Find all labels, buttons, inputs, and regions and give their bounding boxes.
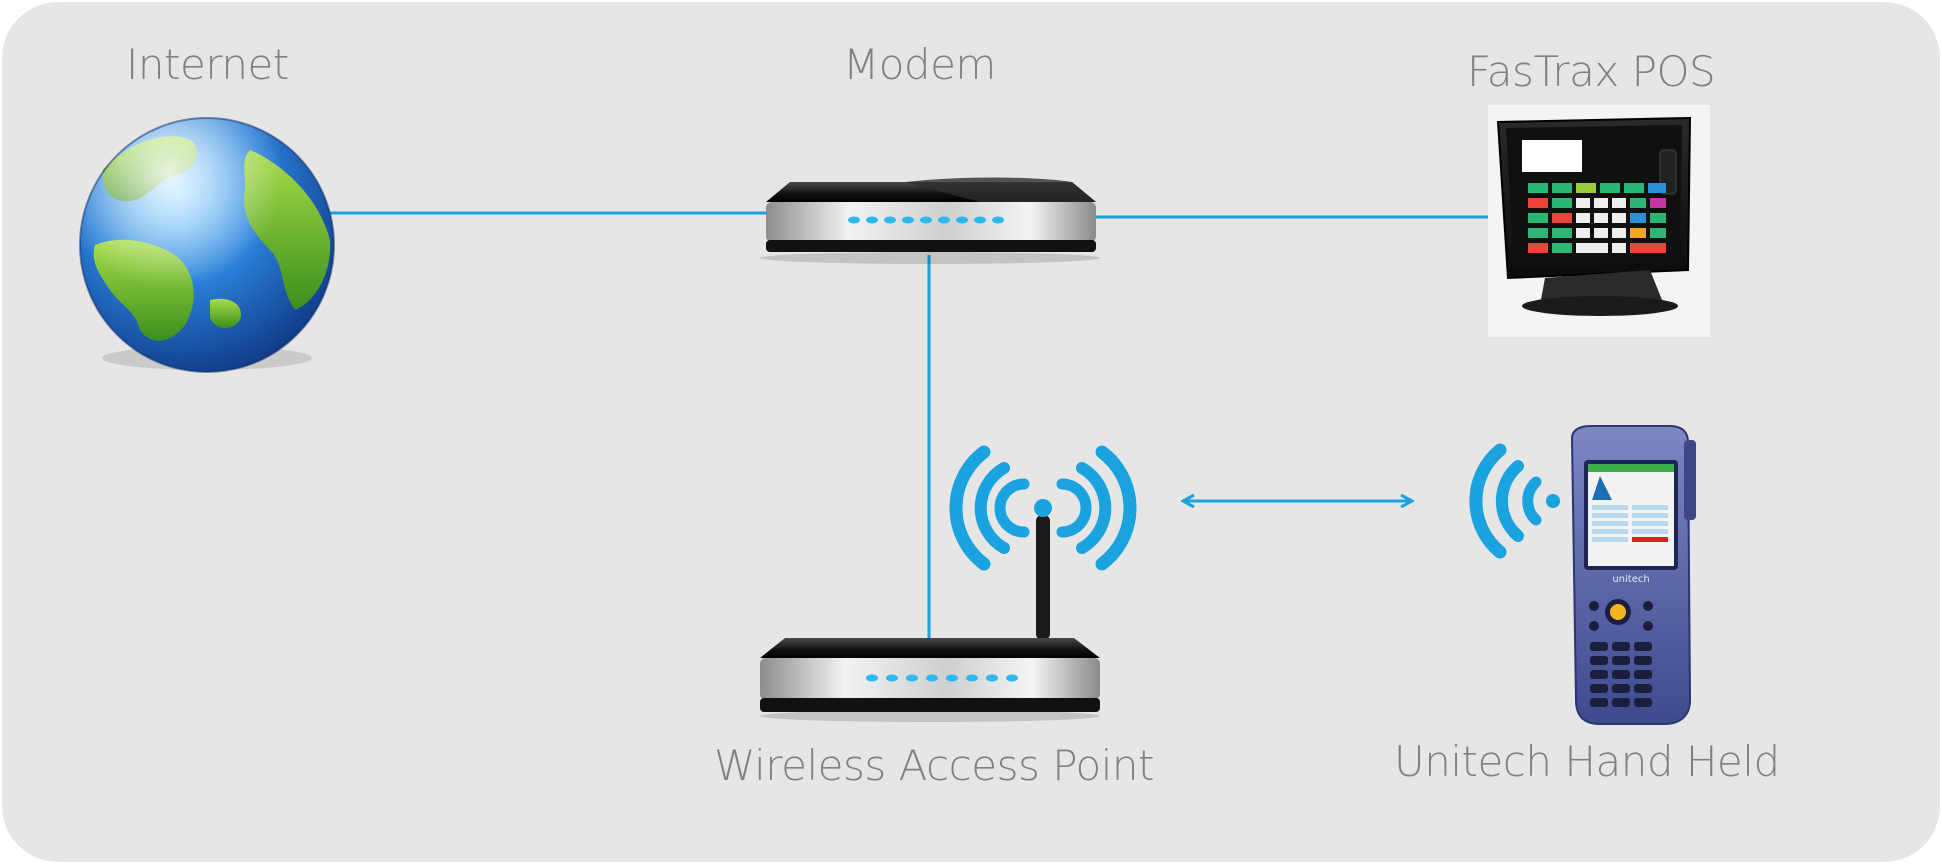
handheld-scanner-icon: unitech [1469, 425, 1696, 725]
label-wireless-access-point: Wireless Access Point [714, 741, 1155, 790]
wireless-router-icon [760, 445, 1137, 722]
handheld-wireless-waves-icon [1469, 443, 1560, 559]
handheld-brand-text: unitech [1612, 574, 1649, 585]
pos-keypad [1528, 183, 1666, 253]
modem-status-leds [848, 216, 1004, 224]
access-point-status-leds [866, 674, 1018, 682]
label-modem: Modem [843, 40, 996, 89]
label-unitech-hand-held: Unitech Hand Held [1394, 737, 1780, 786]
modem-icon [760, 177, 1100, 264]
wireless-waves-icon [949, 445, 1137, 571]
globe-icon [79, 117, 335, 373]
label-internet: Internet [126, 40, 289, 89]
pos-terminal-icon [1488, 105, 1710, 337]
connector-lines [330, 211, 1508, 640]
handheld-keypad [1590, 642, 1652, 707]
label-fastrax-pos: FasTrax POS [1467, 47, 1716, 96]
